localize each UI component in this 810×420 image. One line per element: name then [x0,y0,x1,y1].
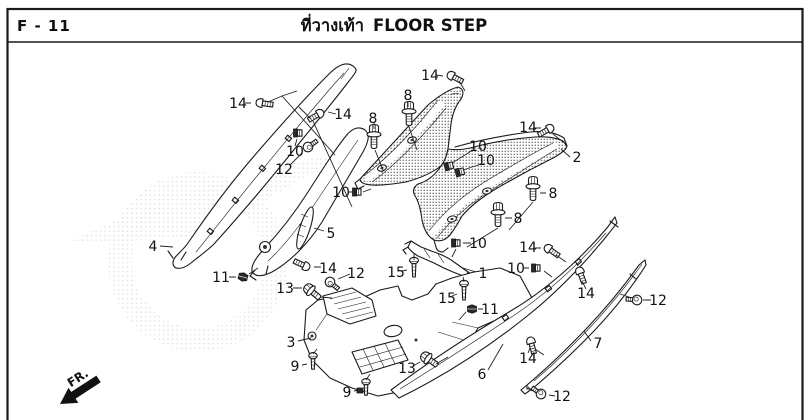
callout-4: 4 [149,239,158,255]
bolt-8 [490,201,506,228]
callout-14: 14 [319,261,337,277]
page-title-en: FLOOR STEP [373,16,487,35]
screw-14 [291,256,312,273]
fr-arrow-icon [60,375,101,404]
clip-10 [450,238,461,248]
clip-10 [530,263,541,273]
screw-12 [322,274,342,294]
callout-3: 3 [287,335,296,351]
callout-10: 10 [507,261,525,277]
callout-14: 14 [519,351,537,367]
callout-8: 8 [404,88,413,104]
callout-12: 12 [649,293,667,309]
callout-10: 10 [332,185,350,201]
callout-8: 8 [549,186,558,202]
screw-14 [445,69,466,86]
callout-7: 7 [594,336,603,352]
callout-14: 14 [334,107,352,123]
callout-11: 11 [212,270,230,286]
callout-14: 14 [519,240,537,256]
callout-11: 11 [481,302,499,318]
part-5-floor-side-cover-inner [249,127,369,281]
bolt-8 [525,175,541,202]
callout-14: 14 [577,286,595,302]
clip-10 [351,187,362,197]
clip-11 [237,271,249,283]
callout-5: 5 [327,226,336,242]
clip-10 [292,128,303,138]
callout-15: 15 [387,265,405,281]
part-7-floor-molding-lower [520,259,647,395]
callout-10: 10 [286,144,304,160]
callout-13: 13 [398,361,416,377]
callout-10: 10 [477,153,495,169]
clip-11 [467,304,477,314]
screw-14 [573,265,589,286]
page-title-thai: ที่วางเท้า [301,13,364,35]
callout-14: 14 [229,96,247,112]
callout-12: 12 [553,389,571,405]
callout-10: 10 [469,139,487,155]
callout-9: 9 [291,359,300,375]
callout-12: 12 [347,266,365,282]
screw-14 [535,122,556,140]
callout-1: 1 [479,266,488,282]
callout-14: 14 [519,120,537,136]
callout-10: 10 [469,236,487,252]
page-code: F - 11 [17,17,71,35]
callout-15: 15 [438,291,456,307]
callout-14: 14 [421,68,439,84]
callout-12: 12 [275,162,293,178]
part-3-under-cover [303,267,533,397]
page-title: ที่วางเท้า FLOOR STEP [301,13,487,35]
callout-9: 9 [343,385,352,401]
screw-14 [254,97,275,110]
callout-13: 13 [276,281,294,297]
callout-2: 2 [573,150,582,166]
fr-direction-arrow: FR. [60,366,101,404]
callout-8: 8 [514,211,523,227]
screw-15 [409,256,419,278]
leader-lines [159,74,651,397]
callout-8: 8 [369,111,378,127]
page-border [6,7,804,420]
screw-12 [300,136,321,155]
screw-12 [625,293,643,306]
callout-6: 6 [478,367,487,383]
